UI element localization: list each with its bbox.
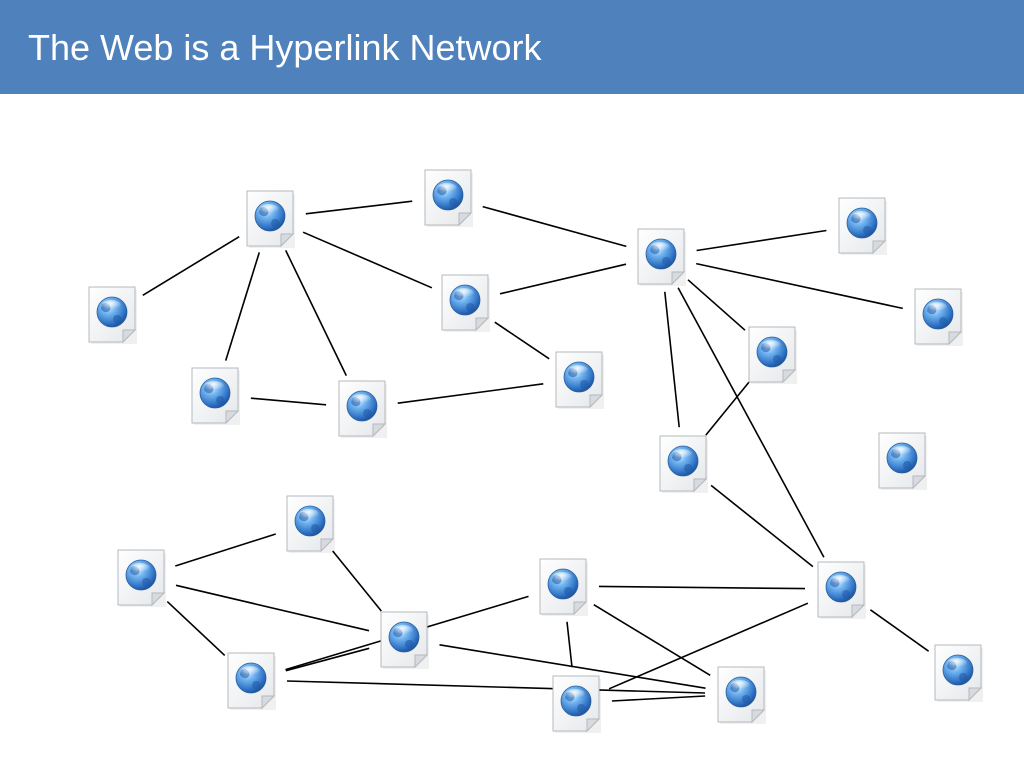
hyperlink-line-n4-n5 [250,397,327,406]
web-page-node-n7 [555,351,605,410]
title-bar: The Web is a Hyperlink Network [0,0,1024,94]
web-page-globe-icon [338,380,388,439]
hyperlink-line-n7-n6 [494,321,550,360]
web-page-node-n21 [227,652,277,711]
web-page-globe-icon [717,666,767,725]
web-page-node-n10 [914,288,964,347]
hyperlink-line-n17-n21 [166,601,226,656]
hyperlink-line-n12-n14 [710,484,814,568]
hyperlink-line-n5-n7 [397,383,544,404]
web-page-node-n18 [380,611,430,670]
web-page-node-n16 [286,495,336,554]
web-page-node-n2 [424,169,474,228]
hyperlink-line-n19-n22 [593,604,711,676]
web-page-node-n4 [191,367,241,426]
web-page-node-n20 [552,675,602,734]
web-page-globe-icon [555,351,605,410]
hyperlink-line-n1-n2 [305,200,413,215]
web-page-node-n11 [748,326,798,385]
web-page-globe-icon [659,435,709,494]
hyperlink-line-n8-n14 [677,287,825,558]
web-page-globe-icon [191,367,241,426]
web-page-node-n22 [717,666,767,725]
hyperlink-line-n8-n12 [664,291,680,428]
hyperlink-line-n17-n18 [175,584,370,632]
web-page-globe-icon [441,274,491,333]
web-pages-layer [88,169,984,734]
web-page-globe-icon [934,644,984,703]
web-page-node-n19 [539,558,589,617]
web-page-globe-icon [914,288,964,347]
hyperlink-line-n20-n22 [611,695,706,702]
slide-title: The Web is a Hyperlink Network [28,27,542,68]
web-page-globe-icon [748,326,798,385]
web-page-globe-icon [227,652,277,711]
web-page-globe-icon [424,169,474,228]
hyperlink-line-n14-n15 [869,609,930,652]
hyperlink-line-n1-n3 [142,236,240,296]
hyperlink-line-n1-n5 [284,250,348,376]
web-page-node-n15 [934,644,984,703]
hyperlink-line-n8-n11 [687,279,746,331]
hyperlink-line-n1-n4 [224,252,261,361]
web-page-globe-icon [838,197,888,256]
web-page-globe-icon [637,228,687,287]
web-page-node-n3 [88,286,138,345]
hyperlink-line-n1-n6 [302,231,433,289]
hyperlink-line-n18-n21 [285,647,370,672]
hyperlink-line-n14-n19 [598,585,806,590]
web-page-node-n8 [637,228,687,287]
web-page-globe-icon [539,558,589,617]
hyperlink-line-n19-n20 [566,621,573,668]
hyperlink-line-n8-n10 [696,262,903,310]
web-page-globe-icon [117,549,167,608]
hyperlink-line-n21-n22 [286,680,706,694]
web-page-node-n12 [659,435,709,494]
hyperlink-line-n14-n20 [608,602,809,690]
web-page-node-n5 [338,380,388,439]
hyperlink-line-n12-n11 [705,381,750,436]
web-page-node-n9 [838,197,888,256]
web-page-globe-icon [817,561,867,620]
web-page-node-n17 [117,549,167,608]
hyperlink-line-n8-n9 [696,229,827,252]
web-page-node-n14 [817,561,867,620]
web-page-globe-icon [380,611,430,670]
hyperlinks-layer [142,200,930,702]
web-page-globe-icon [878,432,928,491]
hyperlink-line-n2-n8 [482,205,627,248]
web-page-globe-icon [88,286,138,345]
web-page-node-n13 [878,432,928,491]
hyperlink-line-n6-n8 [499,263,627,295]
hyperlink-line-n16-n17 [175,533,276,567]
hyperlink-line-n16-n18 [332,550,382,612]
web-page-node-n6 [441,274,491,333]
web-page-globe-icon [246,190,296,249]
web-page-globe-icon [552,675,602,734]
web-page-globe-icon [286,495,336,554]
web-page-node-n1 [246,190,296,249]
